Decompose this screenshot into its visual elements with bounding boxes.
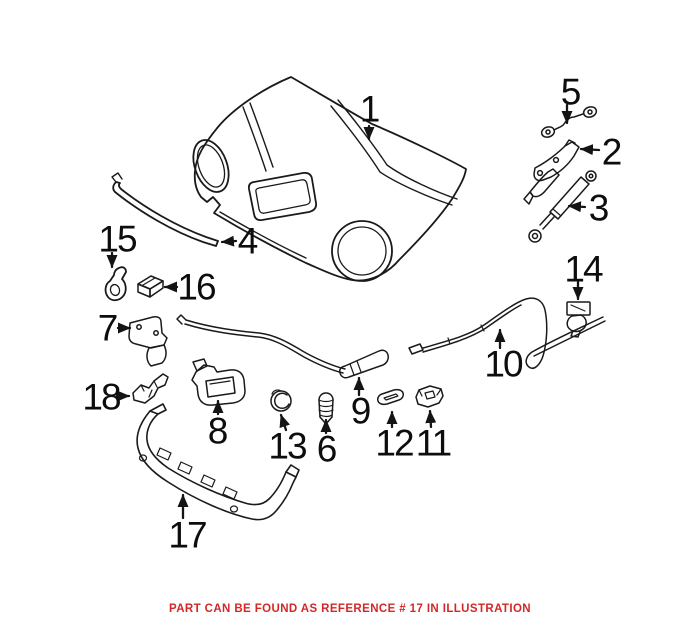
cable-clip-flat-drawing [377, 388, 404, 406]
cable-clip-box-drawing [415, 385, 444, 408]
callout-16: 16 [177, 266, 216, 308]
hood-latch-drawing [191, 358, 246, 406]
bracket-plate-drawing [128, 316, 168, 367]
callout-12: 12 [375, 422, 414, 464]
clip-block-drawing [137, 275, 164, 298]
callout-18: 18 [82, 376, 121, 418]
hood-panel-drawing [192, 76, 467, 282]
hood-hinge-drawing [523, 139, 580, 205]
leader-arrow-2 [579, 144, 601, 156]
release-cable-front-drawing [176, 314, 389, 379]
hook-bracket-drawing [104, 266, 127, 302]
leader-arrows [106, 103, 601, 520]
callout-11: 11 [415, 422, 452, 464]
callout-15: 15 [98, 218, 137, 260]
leader-arrow-13 [279, 413, 291, 432]
front-frame-drawing [136, 403, 300, 521]
callout-17: 17 [168, 514, 207, 556]
leader-arrow-3 [567, 201, 587, 213]
callout-6: 6 [316, 428, 338, 470]
reference-note: PART CAN BE FOUND AS REFERENCE # 17 IN I… [168, 603, 532, 615]
callout-14: 14 [564, 248, 603, 290]
callout-10: 10 [484, 343, 523, 385]
callout-7: 7 [97, 307, 119, 349]
retainer-clip-drawing [132, 373, 169, 404]
gas-strut-drawing [528, 170, 597, 243]
leader-arrow-11 [425, 409, 437, 429]
grommet-drawing [270, 389, 292, 412]
hood-catch-drawing [566, 301, 591, 338]
callout-9: 9 [350, 390, 372, 432]
release-cable-rear-drawing [408, 297, 606, 369]
callout-3: 3 [588, 187, 610, 229]
hood-seal-drawing [111, 172, 219, 247]
callout-8: 8 [207, 410, 229, 452]
callout-2: 2 [601, 131, 623, 173]
leader-arrow-4 [220, 235, 238, 247]
callout-1: 1 [359, 88, 381, 130]
callout-5: 5 [560, 71, 582, 113]
callout-13: 13 [268, 425, 307, 467]
callout-4: 4 [237, 220, 259, 262]
